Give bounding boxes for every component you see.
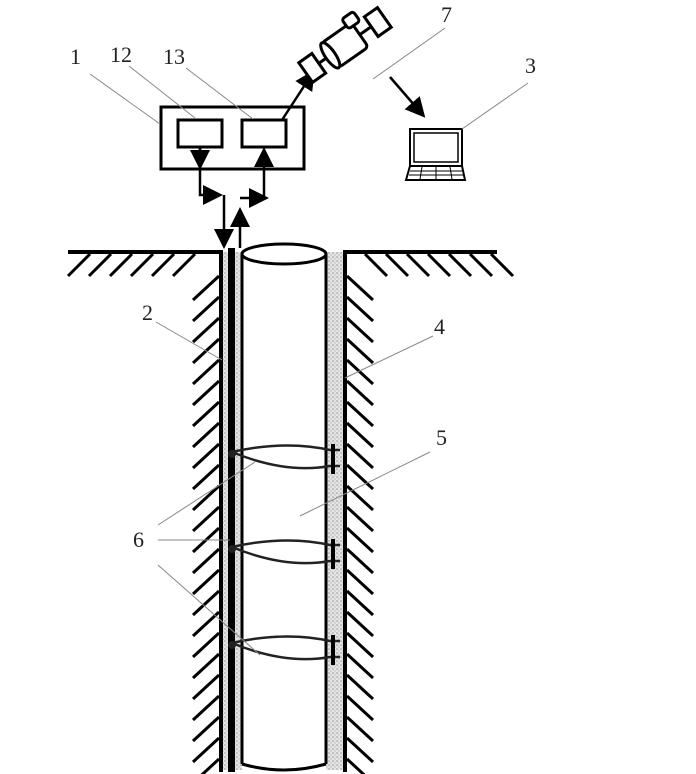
transmitter-module xyxy=(240,118,288,149)
anchor-plate xyxy=(331,635,335,665)
sensor-ring xyxy=(231,444,340,470)
ground xyxy=(66,250,515,774)
sensor-node xyxy=(228,641,236,649)
label-computer: 3 xyxy=(525,53,536,78)
label-borehole: 4 xyxy=(434,314,445,339)
grout-fill-right xyxy=(326,252,345,770)
sensor-node xyxy=(228,545,236,553)
cable xyxy=(228,248,235,772)
label-satellite: 7 xyxy=(441,2,452,27)
pile xyxy=(240,242,328,772)
anchor-plate xyxy=(331,539,335,569)
label-controller: 1 xyxy=(70,44,81,69)
satellite-icon xyxy=(296,5,394,85)
sensor-node xyxy=(228,450,236,458)
collector-module xyxy=(176,118,224,149)
label-sensor-rings: 6 xyxy=(133,527,144,552)
computer-icon xyxy=(404,128,467,181)
label-collector: 12 xyxy=(110,42,132,67)
anchor-plate xyxy=(331,444,335,474)
label-pile: 5 xyxy=(436,425,447,450)
label-cable: 2 xyxy=(142,300,153,325)
sensor-ring xyxy=(231,539,340,565)
label-transmitter: 13 xyxy=(163,44,185,69)
signal-arrows xyxy=(190,69,426,249)
leader-lines xyxy=(89,27,529,656)
controller-box xyxy=(159,105,306,171)
